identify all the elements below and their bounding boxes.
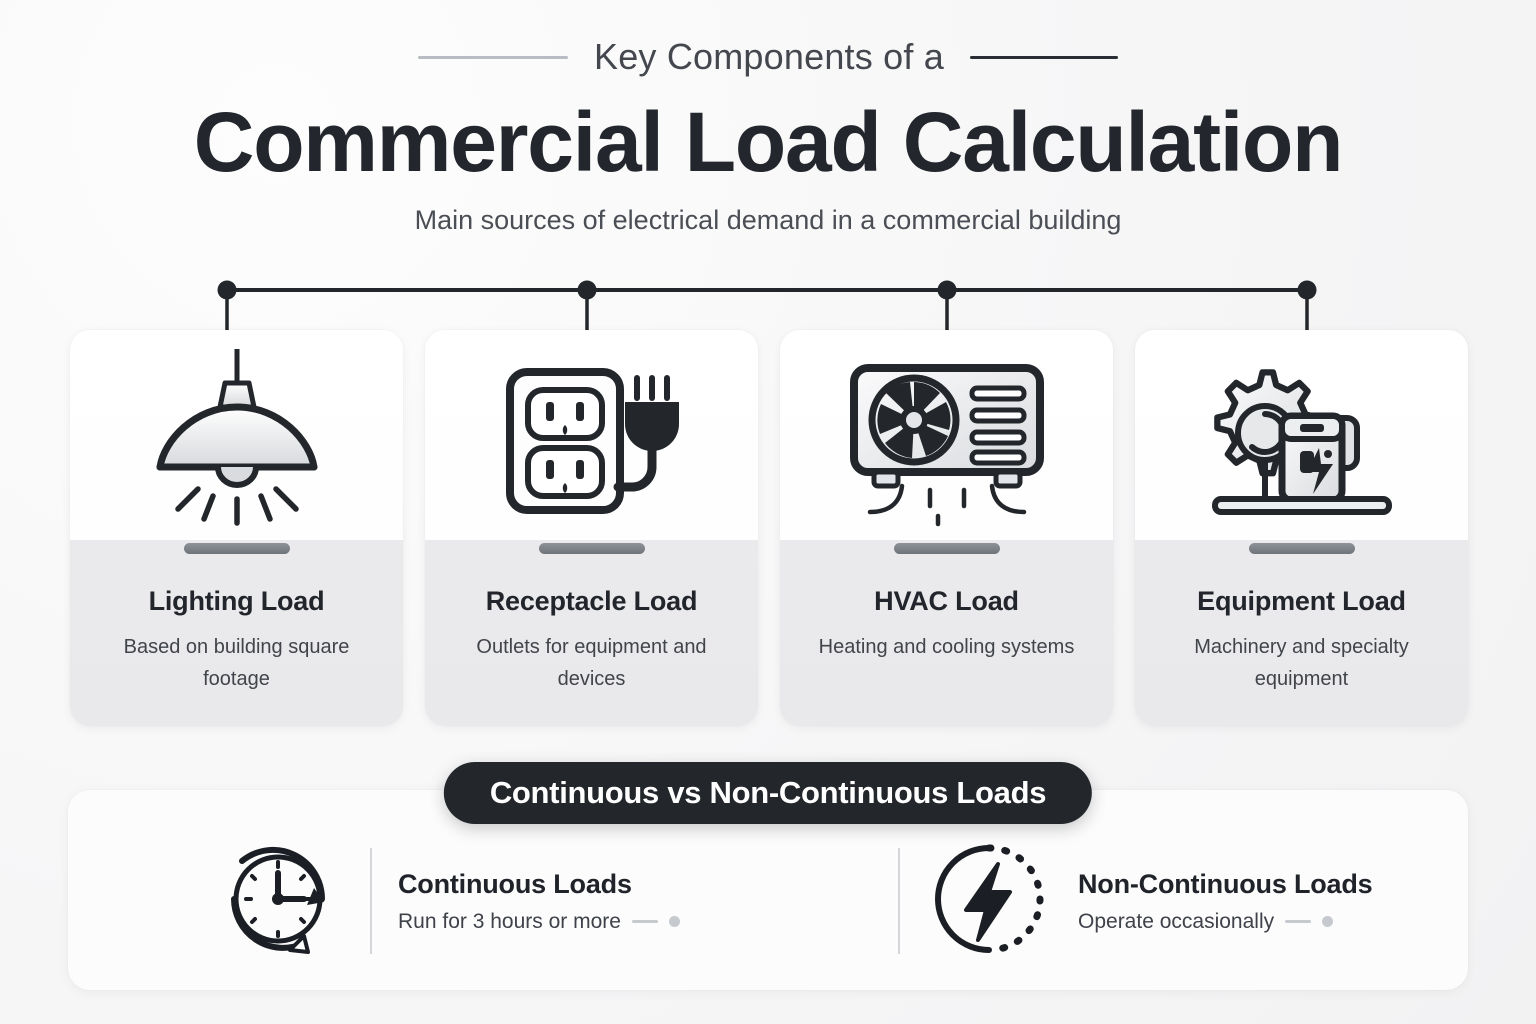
card-divider-pill [1248, 543, 1355, 554]
item-texts: Continuous Loads Run for 3 hours or more [398, 869, 680, 934]
card-title: Equipment Load [1197, 586, 1406, 616]
pendant-lamp-icon [70, 330, 403, 545]
comparison-item-continuous[interactable]: Continuous Loads Run for 3 hours or more [68, 836, 788, 967]
duplex-outlet-plug-icon [425, 330, 758, 545]
card-description: Outlets for equipment and devices [476, 636, 707, 691]
accent-dot [1322, 916, 1334, 927]
eyebrow-text: Key Components of a [593, 36, 944, 77]
card-divider-pill [538, 543, 645, 554]
item-divider [370, 848, 372, 954]
card-equipment-load[interactable]: Equipment Load Machinery and specialty e… [1135, 330, 1468, 726]
eyebrow-rule-right [970, 55, 1118, 59]
accent-dot [668, 916, 680, 927]
item-sub-row: Operate occasionally [1078, 910, 1372, 934]
card-title: Lighting Load [148, 586, 325, 616]
lightning-bolt-dotted-circle-icon [926, 836, 1052, 967]
card-description: Based on building square footage [123, 636, 350, 691]
card-lighting-load[interactable]: Lighting Load Based on building square f… [70, 330, 403, 726]
card-description: Heating and cooling systems [818, 636, 1075, 658]
item-texts: Non-Continuous Loads Operate occasionall… [1078, 868, 1373, 934]
comparison-banner-text: Continuous vs Non-Continuous Loads [489, 775, 1047, 810]
timeline-connector [217, 280, 1317, 344]
item-subtitle: Operate occasionally [1078, 909, 1275, 933]
card-title: Receptacle Load [485, 586, 698, 616]
card-hvac-load[interactable]: HVAC Load Heating and cooling systems [780, 330, 1113, 726]
item-sub-row: Run for 3 hours or more [398, 910, 680, 934]
comparison-halves: Continuous Loads Run for 3 hours or more [68, 790, 1468, 990]
card-divider-pill [893, 543, 1000, 554]
card-description: Machinery and specialty equipment [1194, 636, 1409, 691]
item-title: Continuous Loads [398, 868, 632, 899]
item-divider [898, 848, 900, 954]
hvac-condenser-icon [780, 330, 1113, 545]
eyebrow-rule-left [417, 55, 568, 59]
card-receptacle-load[interactable]: Receptacle Load Outlets for equipment an… [425, 330, 758, 726]
card-divider-pill [183, 543, 290, 554]
gear-machine-bolt-icon [1135, 330, 1468, 545]
page-subtitle: Main sources of electrical demand in a c… [414, 205, 1122, 235]
accent-line [631, 920, 658, 923]
comparison-banner: Continuous vs Non-Continuous Loads [443, 762, 1093, 824]
comparison-item-non-continuous[interactable]: Non-Continuous Loads Operate occasionall… [788, 836, 1468, 967]
load-cards-row: Lighting Load Based on building square f… [70, 330, 1468, 726]
item-subtitle: Run for 3 hours or more [398, 909, 621, 933]
comparison-panel: Continuous Loads Run for 3 hours or more [68, 790, 1468, 990]
card-title: HVAC Load [874, 586, 1019, 616]
eyebrow-row: Key Components of a [0, 36, 1536, 78]
accent-line [1285, 920, 1312, 923]
clock-refresh-icon [218, 836, 344, 967]
page-title: Commercial Load Calculation [193, 95, 1344, 189]
item-title: Non-Continuous Loads [1078, 868, 1373, 899]
